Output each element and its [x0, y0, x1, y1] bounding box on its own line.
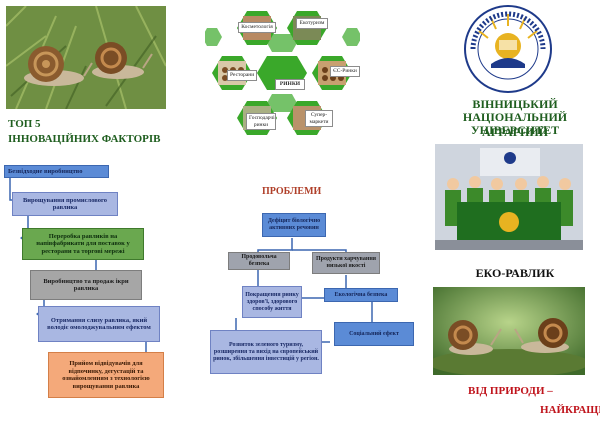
problem-root: Дефіцит біологічно активних речовин: [262, 213, 326, 237]
innovations-heading-line2: ІННОВАЦІЙНИХ ФАКТОРІВ: [8, 133, 161, 145]
market-label-restaurants: Ресторани: [227, 70, 257, 81]
market-label-ecotourism: Екотуризм: [296, 18, 328, 29]
flow-step-2: Вирощування промислового равлика: [12, 192, 118, 216]
flow-step-4: Виробництво та продаж ікри равлика: [30, 270, 142, 300]
team-photo-art: [435, 144, 583, 250]
slogan-line1: ВІД ПРИРОДИ –: [468, 385, 553, 397]
market-label-eu-markets: ЄС-Ринки: [330, 66, 360, 77]
flow-step-5: Отримання слизу равлика, який володіє ом…: [38, 306, 160, 342]
snail-photo-top: [6, 6, 166, 109]
problem-green-tourism: Розвиток зеленого туризму, розширення та…: [210, 330, 322, 374]
snail-photo-art: [6, 6, 166, 109]
market-label-household: Господарчі ринки: [246, 113, 276, 130]
university-name-line1: ВІННИЦЬКИЙ: [472, 97, 558, 111]
market-label-center: РИНКИ: [275, 79, 305, 90]
problem-health-market: Покращення ринку здоров'ї, здорового спо…: [242, 286, 302, 318]
innovations-heading-line1: ТОП 5: [8, 118, 41, 130]
flow-step-6: Прийом відвідувачів для відпочинку, дегу…: [48, 352, 164, 398]
university-logo-icon: [464, 5, 552, 93]
snail-photo-bottom: [433, 287, 585, 375]
flow-step-3: Переробка равликів на напівфабрикати для…: [22, 228, 144, 260]
snail-photo-bottom-art: [433, 287, 585, 375]
problem-ecological-security: Екологічна безпека: [324, 288, 398, 302]
problem-food-security: Продовольча безпека: [228, 252, 290, 270]
university-name-line3: УНІВЕРСИТЕТ: [470, 123, 560, 137]
problem-social-effect: Соціальний ефект: [334, 322, 414, 346]
project-name: ЕКО-РАВЛИК: [475, 266, 555, 280]
team-photo: [435, 144, 583, 250]
market-label-supermarkets: Супер-маркети: [305, 110, 333, 127]
market-label-cosmetology: Косметологія: [238, 22, 276, 33]
problem-low-quality-food: Продукти харчування низької якості: [312, 252, 380, 274]
university-name-line2: НАЦІОНАЛЬНИЙ АГРАРНИЙ: [462, 110, 568, 139]
slogan-line2: НАЙКРАЩЕ: [540, 404, 600, 416]
flow-step-1: Безвідходне виробництво: [4, 165, 109, 178]
problems-title: ПРОБЛЕМИ: [262, 186, 322, 197]
